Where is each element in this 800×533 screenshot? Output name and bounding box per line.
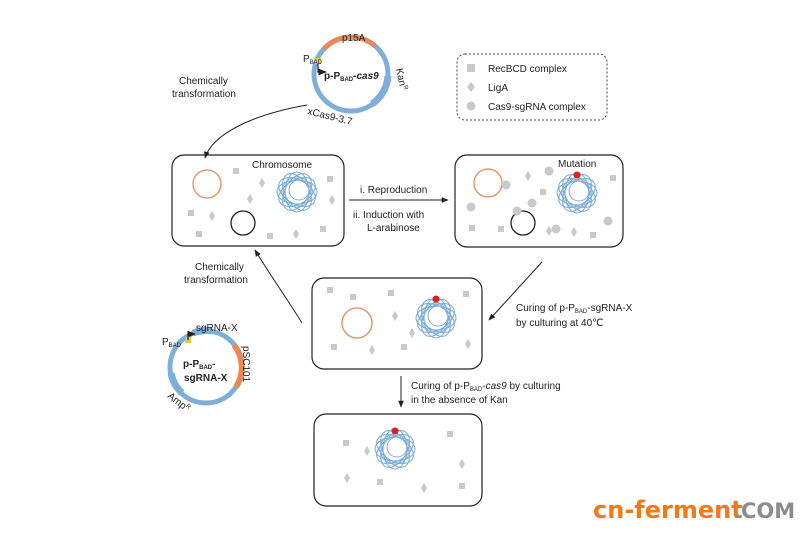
cell-2: Mutation — [454, 154, 624, 248]
cell-2-mutation-dot — [573, 171, 581, 179]
psc101-segment — [231, 343, 245, 389]
kan-label: KanR — [393, 67, 408, 92]
chem-transform-mid-line2: transformation — [184, 275, 248, 286]
legend-item-recbcd: RecBCD complex — [488, 64, 567, 75]
plasmid-sgrna-name-line2: sgRNA-X — [184, 373, 228, 384]
cell-2-plasmid-sgrna — [510, 210, 536, 236]
cell-1-chromosome — [273, 168, 321, 216]
watermark-tld: .COM — [733, 499, 795, 523]
chem-transform-mid-line1: Chemically — [195, 262, 244, 273]
cell-3-plasmid-cas9 — [341, 307, 373, 339]
step-induction-line1: ii. Induction with — [353, 210, 424, 221]
mutation-label: Mutation — [558, 159, 596, 170]
legend-frame — [456, 53, 608, 121]
legend-item-liga: LigA — [488, 83, 508, 94]
sgrna-gene-label: sgRNA-X — [196, 323, 238, 334]
plasmid-cas9-promoter-label: PBAD — [303, 54, 323, 66]
step-reproduction-label: i. Reproduction — [360, 185, 427, 196]
watermark-brand: cn-ferment — [593, 496, 743, 524]
cell-4-membrane — [313, 413, 483, 507]
legend-item-cas9-sgrna: Cas9-sgRNA complex — [488, 102, 586, 113]
cell-1-plasmid-cas9 — [192, 169, 222, 199]
chromosome-label: Chromosome — [252, 160, 312, 171]
arrow-cell2-to-cell3 — [488, 261, 543, 321]
plasmid-cas9-name: p-PBAD-cas9 — [324, 71, 379, 83]
plasmid-sgrna: PBAD sgRNA-X pSC101 AmpR p-PBAD- sgRNA-X — [162, 323, 251, 412]
promoter-arrow — [317, 64, 327, 76]
p15a-segment — [322, 34, 377, 51]
arrow-transform-mid — [254, 249, 303, 324]
cell-4 — [313, 413, 483, 507]
kan-segment — [369, 75, 392, 107]
legend-square-icon — [467, 64, 475, 72]
cell-2-plasmid-cas9 — [473, 168, 503, 198]
step-induction-line2: L-arabinose — [367, 223, 420, 234]
cell-4-mutation-dot — [391, 427, 399, 435]
cell-3-membrane — [311, 277, 483, 370]
curing2-line2: in the absence of Kan — [411, 395, 508, 406]
promoter2-arrow — [187, 330, 196, 340]
legend-diamond-icon — [467, 82, 475, 92]
chem-transform-top-line2: transformation — [172, 89, 236, 100]
promoter-box — [315, 58, 321, 64]
curing2-line1: Curing of p-PBAD-cas9 by culturing — [411, 381, 561, 393]
amp-segment — [167, 372, 185, 396]
watermark: cn-ferment .COM — [593, 496, 795, 524]
legend-circle-icon — [466, 101, 476, 111]
cell-3 — [311, 277, 483, 370]
curing1-line1: Curing of p-PBAD-sgRNA-X — [516, 303, 633, 315]
arrow-transform-top — [204, 104, 308, 159]
curing1-line2: by culturing at 40℃ — [516, 318, 603, 329]
cell-1: Chromosome — [171, 154, 345, 247]
plasmid-cas9: PBAD p15A KanR xCas9-3.7 p-PBAD-cas9 — [303, 33, 409, 128]
cell-3-mutation-dot — [432, 295, 440, 303]
cell-1-membrane — [171, 154, 345, 247]
chem-transform-top-line1: Chemically — [179, 76, 228, 87]
psc101-label: pSC101 — [240, 346, 251, 383]
plasmid-sgrna-name-line1: p-PBAD- — [183, 359, 215, 371]
cell-1-incoming-plasmid — [230, 210, 256, 236]
p15a-label: p15A — [342, 33, 366, 44]
legend: RecBCD complex LigA Cas9-sgRNA complex — [456, 53, 608, 121]
cell-2-membrane — [454, 154, 624, 248]
plasmid-sgrna-promoter-label: PBAD — [162, 337, 182, 349]
